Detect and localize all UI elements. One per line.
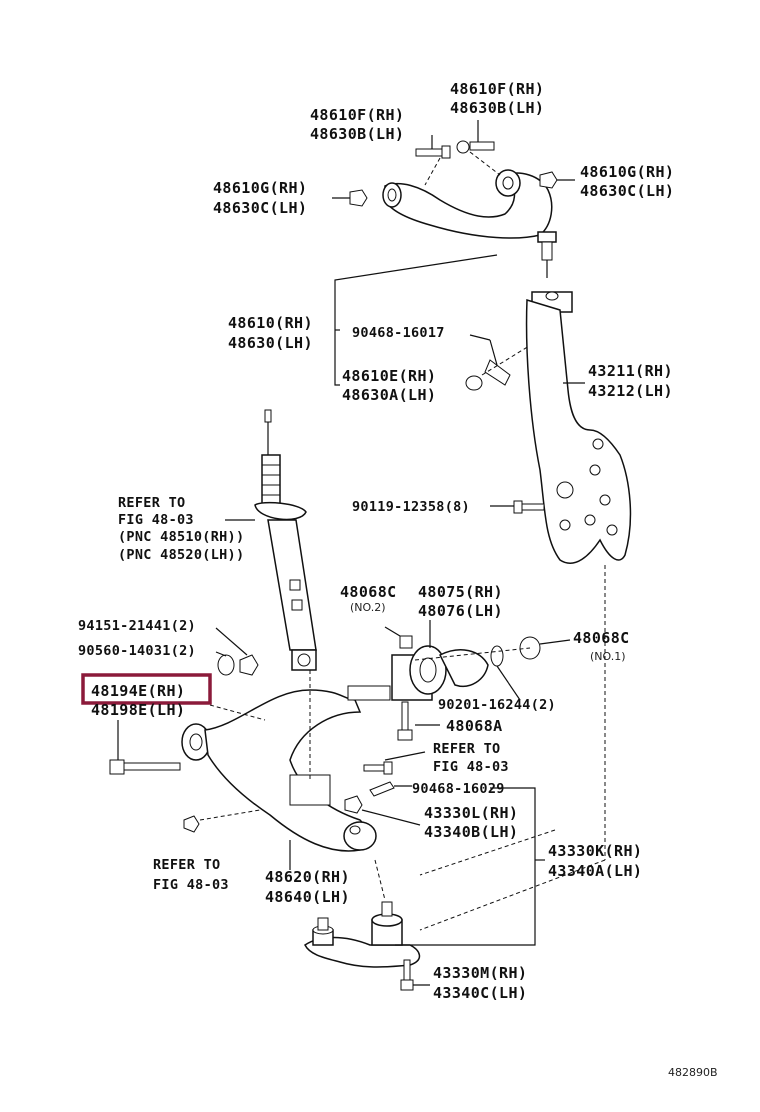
label-48640-lh: 48640(LH) (265, 888, 350, 906)
upper-arm-bolt-right (456, 120, 495, 154)
label-refer-to-1: REFER TO (118, 495, 185, 511)
steering-knuckle (525, 291, 632, 564)
label-43330L-rh: 43330L(RH) (424, 804, 518, 822)
label-48610E-rh: 48610E(RH) (342, 367, 436, 385)
label-no1: (NO.1) (590, 650, 626, 663)
label-refer-to-3: REFER TO (153, 857, 220, 873)
nut-lower-left (183, 815, 200, 833)
label-48068C-right: 48068C (573, 629, 630, 647)
label-43340A-lh: 43340A(LH) (548, 862, 642, 880)
label-43330M-rh: 43330M(RH) (433, 964, 527, 982)
washers-94151-90560 (215, 627, 259, 676)
label-fig-48-03-2: FIG 48-03 (433, 759, 509, 775)
label-refer-to-2: REFER TO (433, 741, 500, 757)
label-43340B-lh: 43340B(LH) (424, 823, 518, 841)
label-90560-14031: 90560-14031(2) (78, 643, 196, 659)
label-90119-12358: 90119-12358(8) (352, 499, 470, 515)
label-90201-16244: 90201-16244(2) (438, 697, 556, 713)
bushing-48075 (384, 620, 489, 701)
figure-code: 482890B (668, 1066, 718, 1079)
label-48076-lh: 48076(LH) (418, 602, 503, 620)
upper-arm-bolt-left (415, 135, 451, 159)
upper-arm-nut-right (539, 171, 575, 189)
label-48620-rh: 48620(RH) (265, 868, 350, 886)
label-43211-rh: 43211(RH) (588, 362, 673, 380)
bolt-48194E (109, 720, 181, 775)
label-48630C-right-lh: 48630C(LH) (580, 182, 674, 200)
part-labels: 48610F(RH) 48630B(LH) 48610F(RH) 48630B(… (78, 80, 718, 1079)
shock-absorber (254, 409, 317, 671)
label-fig-48-03-1: FIG 48-03 (118, 512, 194, 528)
label-pnc-48520: (PNC 48520(LH)) (118, 547, 244, 563)
label-48610G-right-rh: 48610G(RH) (580, 163, 674, 181)
label-48610-rh: 48610(RH) (228, 314, 313, 332)
ball-joint (304, 901, 421, 968)
bolt-lower-right (363, 751, 426, 775)
label-no2: (NO.2) (350, 601, 386, 614)
label-48630A-lh: 48630A(LH) (342, 386, 436, 404)
label-90468-16017: 90468-16017 (352, 325, 445, 341)
label-48194E-rh[interactable]: 48194E(RH) (91, 682, 185, 700)
clip-90468-16017 (465, 334, 511, 391)
label-48075-rh: 48075(RH) (418, 583, 503, 601)
label-pnc-48510: (PNC 48510(RH)) (118, 529, 244, 545)
label-90468-16029: 90468-16029 (412, 781, 505, 797)
bolt-48068A (397, 701, 440, 741)
bolt-43330M (400, 959, 430, 991)
upper-control-arm (382, 169, 557, 278)
label-94151-21441: 94151-21441(2) (78, 618, 196, 634)
label-48610F-rh: 48610F(RH) (310, 106, 404, 124)
label-48068C-left: 48068C (340, 583, 397, 601)
upper-arm-nut-left (332, 189, 368, 207)
label-48610G-left-rh: 48610G(RH) (213, 179, 307, 197)
highlight-box-48194E[interactable] (81, 673, 212, 705)
label-43212-lh: 43212(LH) (588, 382, 673, 400)
label-48610F-top-rh: 48610F(RH) (450, 80, 544, 98)
label-fig-48-03-3: FIG 48-03 (153, 877, 229, 893)
label-48630-lh: 48630(LH) (228, 334, 313, 352)
label-48630B-lh: 48630B(LH) (310, 125, 404, 143)
nut-43330L (344, 781, 421, 826)
label-48630C-left-lh: 48630C(LH) (213, 199, 307, 217)
bolt-90119-12358 (490, 500, 545, 514)
label-48630B-top-lh: 48630B(LH) (450, 99, 544, 117)
label-43330K-rh: 43330K(RH) (548, 842, 642, 860)
washer-90201-16244 (490, 645, 521, 701)
lower-control-arm (181, 685, 391, 852)
label-43340C-lh: 43340C(LH) (433, 984, 527, 1002)
label-48068A: 48068A (446, 717, 503, 735)
label-48198E-lh: 48198E(LH) (91, 701, 185, 719)
